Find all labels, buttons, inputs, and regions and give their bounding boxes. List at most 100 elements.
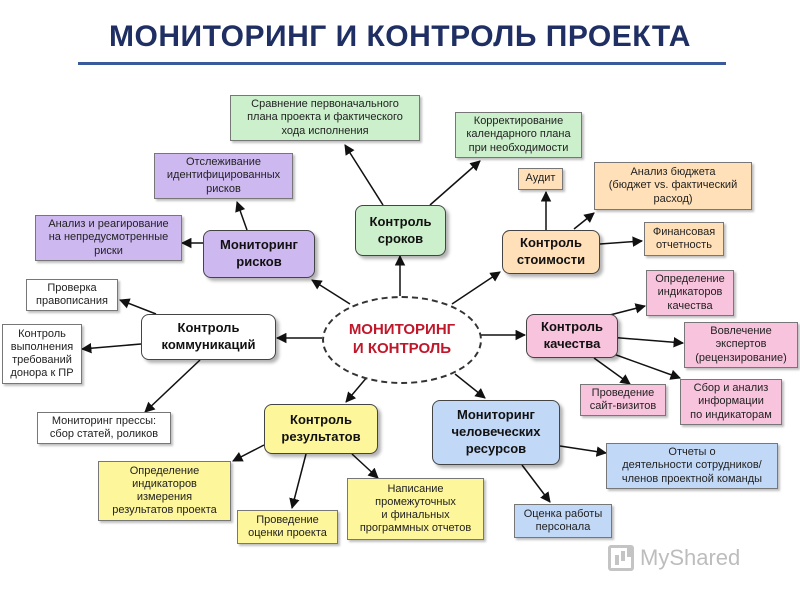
note-text: расход) — [653, 192, 693, 205]
arrow-hr-evaluation — [521, 464, 551, 503]
note-text: на непредусмотренные — [48, 231, 169, 244]
arrow-quality-indicatordata — [607, 351, 681, 380]
note-text: и финальных — [381, 509, 450, 521]
note-text: промежуточных — [375, 495, 456, 508]
note-text: правописания — [36, 295, 108, 307]
note-text: персонала — [535, 521, 591, 533]
note-text: рисков — [206, 182, 241, 195]
hub-label: Контроль — [290, 412, 352, 428]
note-text: календарного плана — [466, 128, 571, 141]
arrow-results-eval — [289, 453, 307, 510]
note-text: Определение — [655, 273, 725, 286]
hub-label: результатов — [281, 429, 361, 444]
center-node: МОНИТОРИНГ И КОНТРОЛЬ — [322, 296, 482, 384]
note-text: Мониторинг прессы: — [51, 414, 157, 427]
note-text: оценки проекта — [248, 527, 327, 539]
hub-label: коммуникаций — [161, 337, 256, 352]
hub-label: Контроль — [369, 213, 432, 229]
note-text: отчетность — [656, 239, 712, 251]
note-press-monitoring: Мониторинг прессы:сбор статей, роликов — [37, 412, 171, 444]
arrow-center-risks — [311, 279, 351, 305]
center-line-1: МОНИТОРИНГ — [348, 321, 456, 339]
hub-label: ресурсов — [465, 440, 527, 456]
arrow-quality-experts — [607, 336, 685, 348]
note-text: Аудит — [525, 172, 556, 185]
note-text: результатов проекта — [112, 504, 217, 517]
arrow-schedule-plan — [344, 144, 384, 206]
title-underline — [78, 62, 726, 65]
hub-label: рисков — [236, 254, 282, 269]
note-text: индикаторов — [132, 477, 197, 490]
arrow-hr-staffreports — [559, 445, 608, 457]
note-text: членов проектной команды — [621, 472, 763, 485]
arrow-center-cost — [451, 271, 501, 305]
note-text: выполнения — [10, 340, 74, 353]
arrow-quality-sitevisits — [593, 357, 631, 385]
note-text: индикаторов — [657, 286, 723, 299]
note-text: измерения — [136, 491, 193, 503]
note-text: Оценка работы — [523, 507, 603, 520]
page-title: МОНИТОРИНГ И КОНТРОЛЬ ПРОЕКТА — [109, 20, 691, 53]
watermark-logo: MyShared — [608, 540, 778, 576]
note-text: при необходимости — [468, 141, 569, 154]
hub-label: Контроль — [541, 319, 603, 335]
note-text: сбор статей, роликов — [49, 428, 159, 440]
note-text: Контроль — [18, 327, 66, 340]
note-text: Вовлечение — [710, 325, 772, 338]
arrow-comm-donor — [80, 342, 142, 354]
note-text: сайт-визитов — [589, 400, 657, 412]
hub-label: Контроль — [520, 235, 582, 251]
note-text: Сравнение первоначального — [251, 98, 399, 111]
note-text: Анализ бюджета — [630, 166, 716, 179]
note-text: деятельности сотрудников/ — [622, 459, 762, 472]
arrow-comm-spell — [119, 298, 157, 315]
note-text: донора к ПР — [10, 367, 74, 380]
arrow-results-define — [232, 444, 265, 462]
hub-label: Мониторинг — [220, 237, 298, 253]
note-text: Проверка — [47, 281, 97, 294]
note-text: Анализ и реагирование — [48, 218, 169, 231]
arrow-results-reports — [351, 453, 379, 479]
note-text: Написание — [387, 482, 444, 495]
note-audit: Аудит — [518, 168, 563, 190]
note-text: Сбор и анализ — [693, 382, 769, 395]
note-text: Проведение — [256, 513, 319, 526]
note-text: качества — [667, 299, 713, 312]
watermark-text: MyShared — [640, 545, 741, 570]
note-text: экспертов — [715, 338, 767, 351]
note-text: программных отчетов — [359, 522, 472, 535]
arrow-cost-finance — [599, 236, 644, 247]
note-text: хода исполнения — [281, 124, 369, 137]
hub-label: Контроль — [177, 320, 240, 336]
arrow-center-results — [345, 375, 369, 403]
note-text: Финансовая — [652, 225, 716, 238]
hub-label: сроков — [377, 230, 424, 246]
note-text: Отчеты о — [668, 446, 716, 459]
center-line-2: И КОНТРОЛЬ — [352, 340, 452, 357]
arrow-risks-track — [235, 201, 248, 231]
arrow-comm-press — [144, 359, 201, 413]
hub-label: человеческих — [451, 424, 541, 440]
note-text: (бюджет vs. фактический — [608, 179, 738, 192]
note-text: плана проекта и фактического — [247, 111, 403, 124]
note-text: риски — [94, 244, 123, 257]
